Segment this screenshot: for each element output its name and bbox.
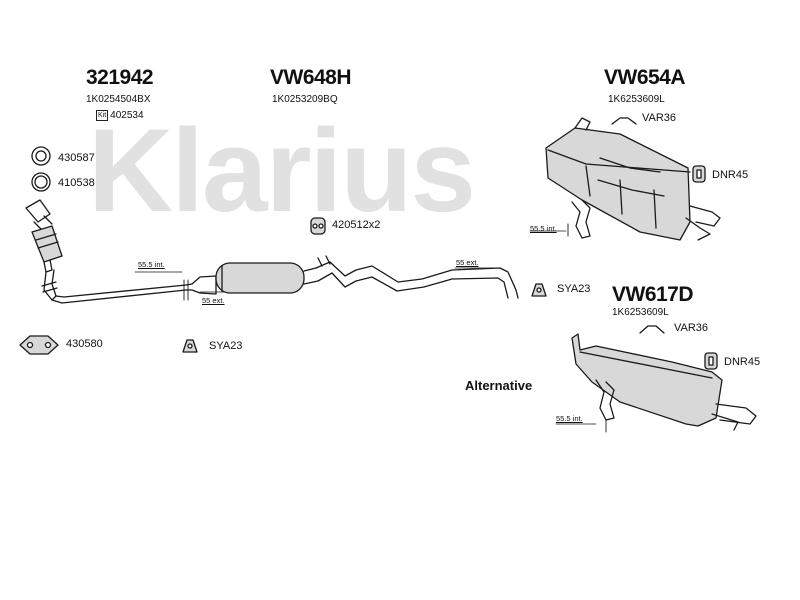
bracket-icon xyxy=(611,117,637,125)
dimension-label: 55.5 int. xyxy=(556,414,583,423)
accessory-code: 430587 xyxy=(58,152,95,164)
gasket-ring-icon xyxy=(31,146,51,166)
rubber-hanger-icon xyxy=(310,217,326,235)
bracket-icon xyxy=(639,325,665,334)
accessory-code: DNR45 xyxy=(724,356,761,368)
hanger-icon xyxy=(182,339,198,353)
dimension-label: 55.5 int. xyxy=(530,224,557,233)
group-code: VW648H xyxy=(270,66,352,89)
accessory-code: SYA23 xyxy=(209,340,243,352)
group-code: VW617D xyxy=(612,283,694,306)
accessory-code: 410538 xyxy=(58,177,95,189)
dimension-label: 55 ext. xyxy=(202,296,225,305)
accessory-code: DNR45 xyxy=(712,169,749,181)
mount-rubber-icon xyxy=(692,165,706,183)
dimension-label: 55.5 int. xyxy=(138,260,165,269)
group-part-number: 1K0253209BQ xyxy=(272,94,338,105)
group-part-number: 1K0254504BX xyxy=(86,94,151,105)
dimension-label: 55 ext. xyxy=(456,258,479,267)
rear-silencer[interactable] xyxy=(529,117,721,241)
group-code: 321942 xyxy=(86,66,154,89)
group-part-number: 1K6253609L xyxy=(612,307,669,318)
kit-label: Kit xyxy=(96,110,109,121)
accessory-code: VAR36 xyxy=(674,322,709,334)
hanger-icon xyxy=(531,283,547,297)
catalytic-converter[interactable] xyxy=(25,199,187,304)
mount-rubber-icon xyxy=(704,352,718,370)
brand-watermark: Klarius xyxy=(88,105,476,237)
group-code: VW654A xyxy=(604,66,686,89)
alternative-label: Alternative xyxy=(465,378,533,393)
kit-code: 402534 xyxy=(110,110,144,121)
flange-gasket-icon xyxy=(19,335,59,355)
accessory-code: SYA23 xyxy=(557,283,591,295)
group-part-number: 1K6253609L xyxy=(608,94,665,105)
accessory-code: VAR36 xyxy=(642,112,677,124)
middle-silencer[interactable] xyxy=(185,255,519,299)
accessory-code: 420512x2 xyxy=(332,219,381,231)
clamp-ring-icon xyxy=(31,172,51,192)
accessory-code: 430580 xyxy=(66,338,103,350)
alternative-rear-silencer[interactable] xyxy=(555,333,757,433)
